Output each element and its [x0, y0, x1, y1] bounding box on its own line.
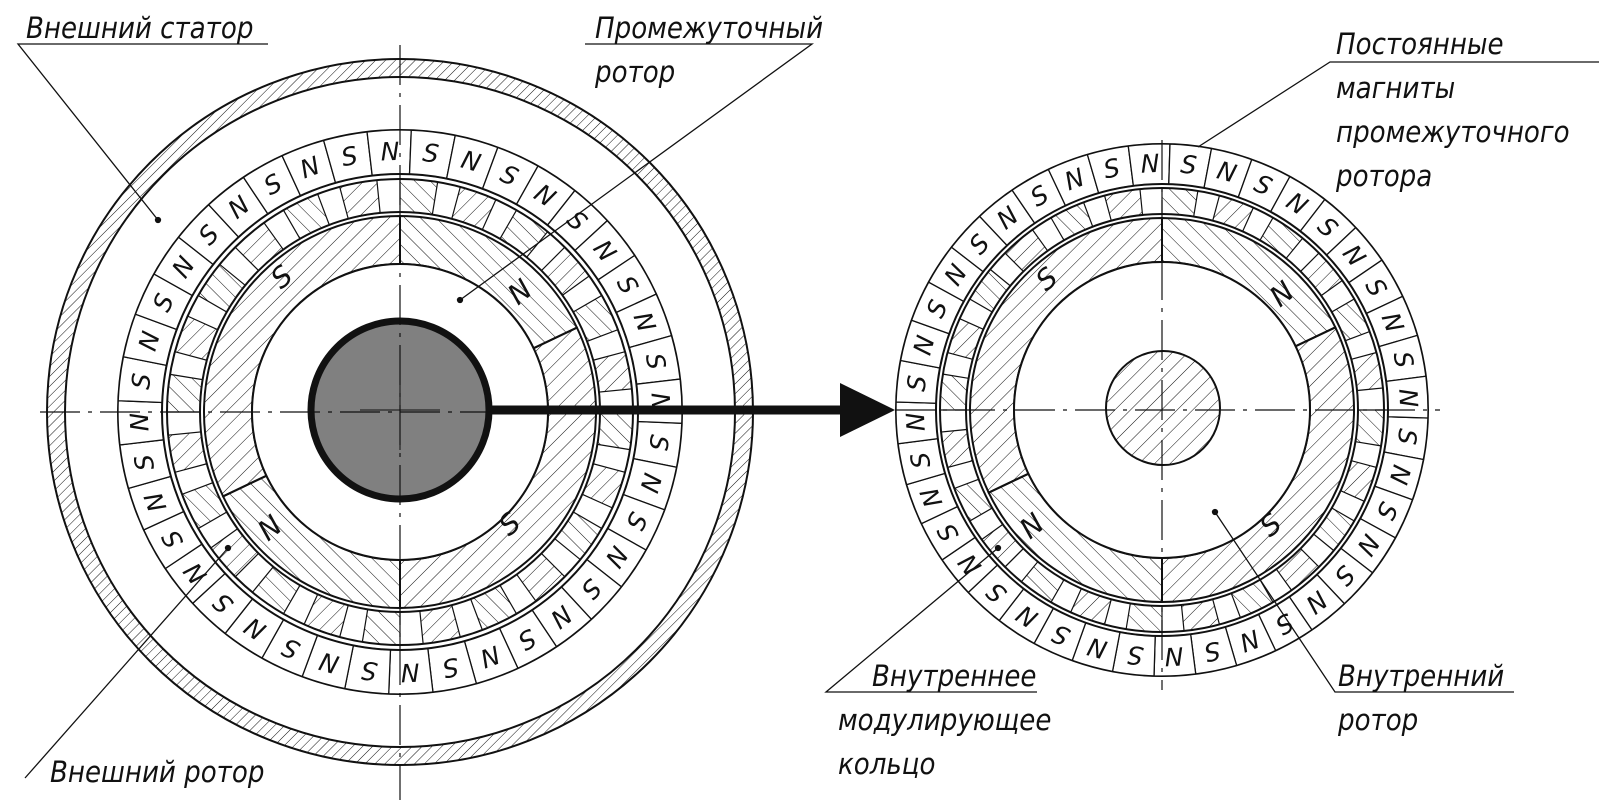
magnet-pole-letter: N [1164, 641, 1184, 671]
label-inner-modulating-ring-line2: модулирующее [838, 703, 1051, 737]
label-inner-modulating-ring-line1: Внутреннее [872, 659, 1036, 693]
magnet-pole-letter: S [1387, 349, 1419, 371]
magnet-pole-letter: N [125, 412, 155, 432]
modulating-pole-piece [361, 608, 401, 646]
modulating-pole-piece [399, 178, 439, 216]
modulating-pole-piece [939, 373, 970, 411]
magnet-pole-letter: S [1179, 150, 1198, 181]
magnet-pole-letter: S [339, 141, 360, 173]
label-outer-rotor: Внешний ротор [50, 755, 264, 789]
label-permanent-magnets-line1: Постоянные [1336, 27, 1504, 61]
label-inner-rotor-line1: Внутренний [1338, 659, 1504, 693]
magnet-pole-letter: S [440, 652, 461, 684]
label-permanent-magnets-line2: магниты [1336, 71, 1455, 105]
magnet-pole-letter: S [1101, 153, 1123, 185]
magnet-pole-letter: S [126, 371, 157, 390]
magnet-pole-letter: S [905, 449, 937, 471]
magnet-pole-letter: N [1393, 388, 1423, 408]
modulating-pole-piece [596, 411, 634, 451]
label-outer-stator: Внешний статор [26, 11, 253, 45]
modulating-pole-piece [1161, 187, 1199, 218]
magnet-pole-letter: S [1392, 427, 1423, 446]
intermediate-rotor-sectors [203, 214, 597, 610]
label-permanent-magnets-line3: промежуточного [1336, 115, 1570, 149]
magnet-pole-letter: N [400, 657, 420, 687]
label-intermediate-rotor-line1: Промежуточный [595, 11, 823, 45]
inner-shaft [1105, 350, 1221, 466]
right-arrow-icon [490, 383, 895, 437]
magnet-pole-letter: S [902, 374, 933, 393]
magnet-pole-letter: S [359, 655, 378, 686]
magnet-pole-letter: S [129, 452, 161, 473]
modulating-pole-piece [1354, 409, 1385, 447]
label-inner-rotor-line2: ротор [1337, 703, 1418, 737]
label-inner-modulating-ring-line3: кольцо [838, 747, 936, 781]
modulating-pole-piece [166, 373, 204, 413]
magnet-pole-letter: N [380, 137, 400, 167]
magnet-pole-letter: N [1140, 149, 1160, 179]
magnet-pole-letter: N [901, 412, 931, 432]
magnet-pole-letter: S [421, 138, 440, 169]
magnet-pole-letter: S [1126, 640, 1145, 671]
label-intermediate-rotor-line2: ротор [594, 55, 675, 89]
modulating-pole-piece [1125, 602, 1163, 633]
leader-lines [16, 43, 1599, 779]
magnet-pole-letter: S [643, 433, 674, 452]
label-permanent-magnets-line4: ротора [1335, 159, 1432, 193]
magnet-pole-letter: S [1201, 635, 1223, 667]
magnet-pole-letter: S [640, 351, 672, 372]
